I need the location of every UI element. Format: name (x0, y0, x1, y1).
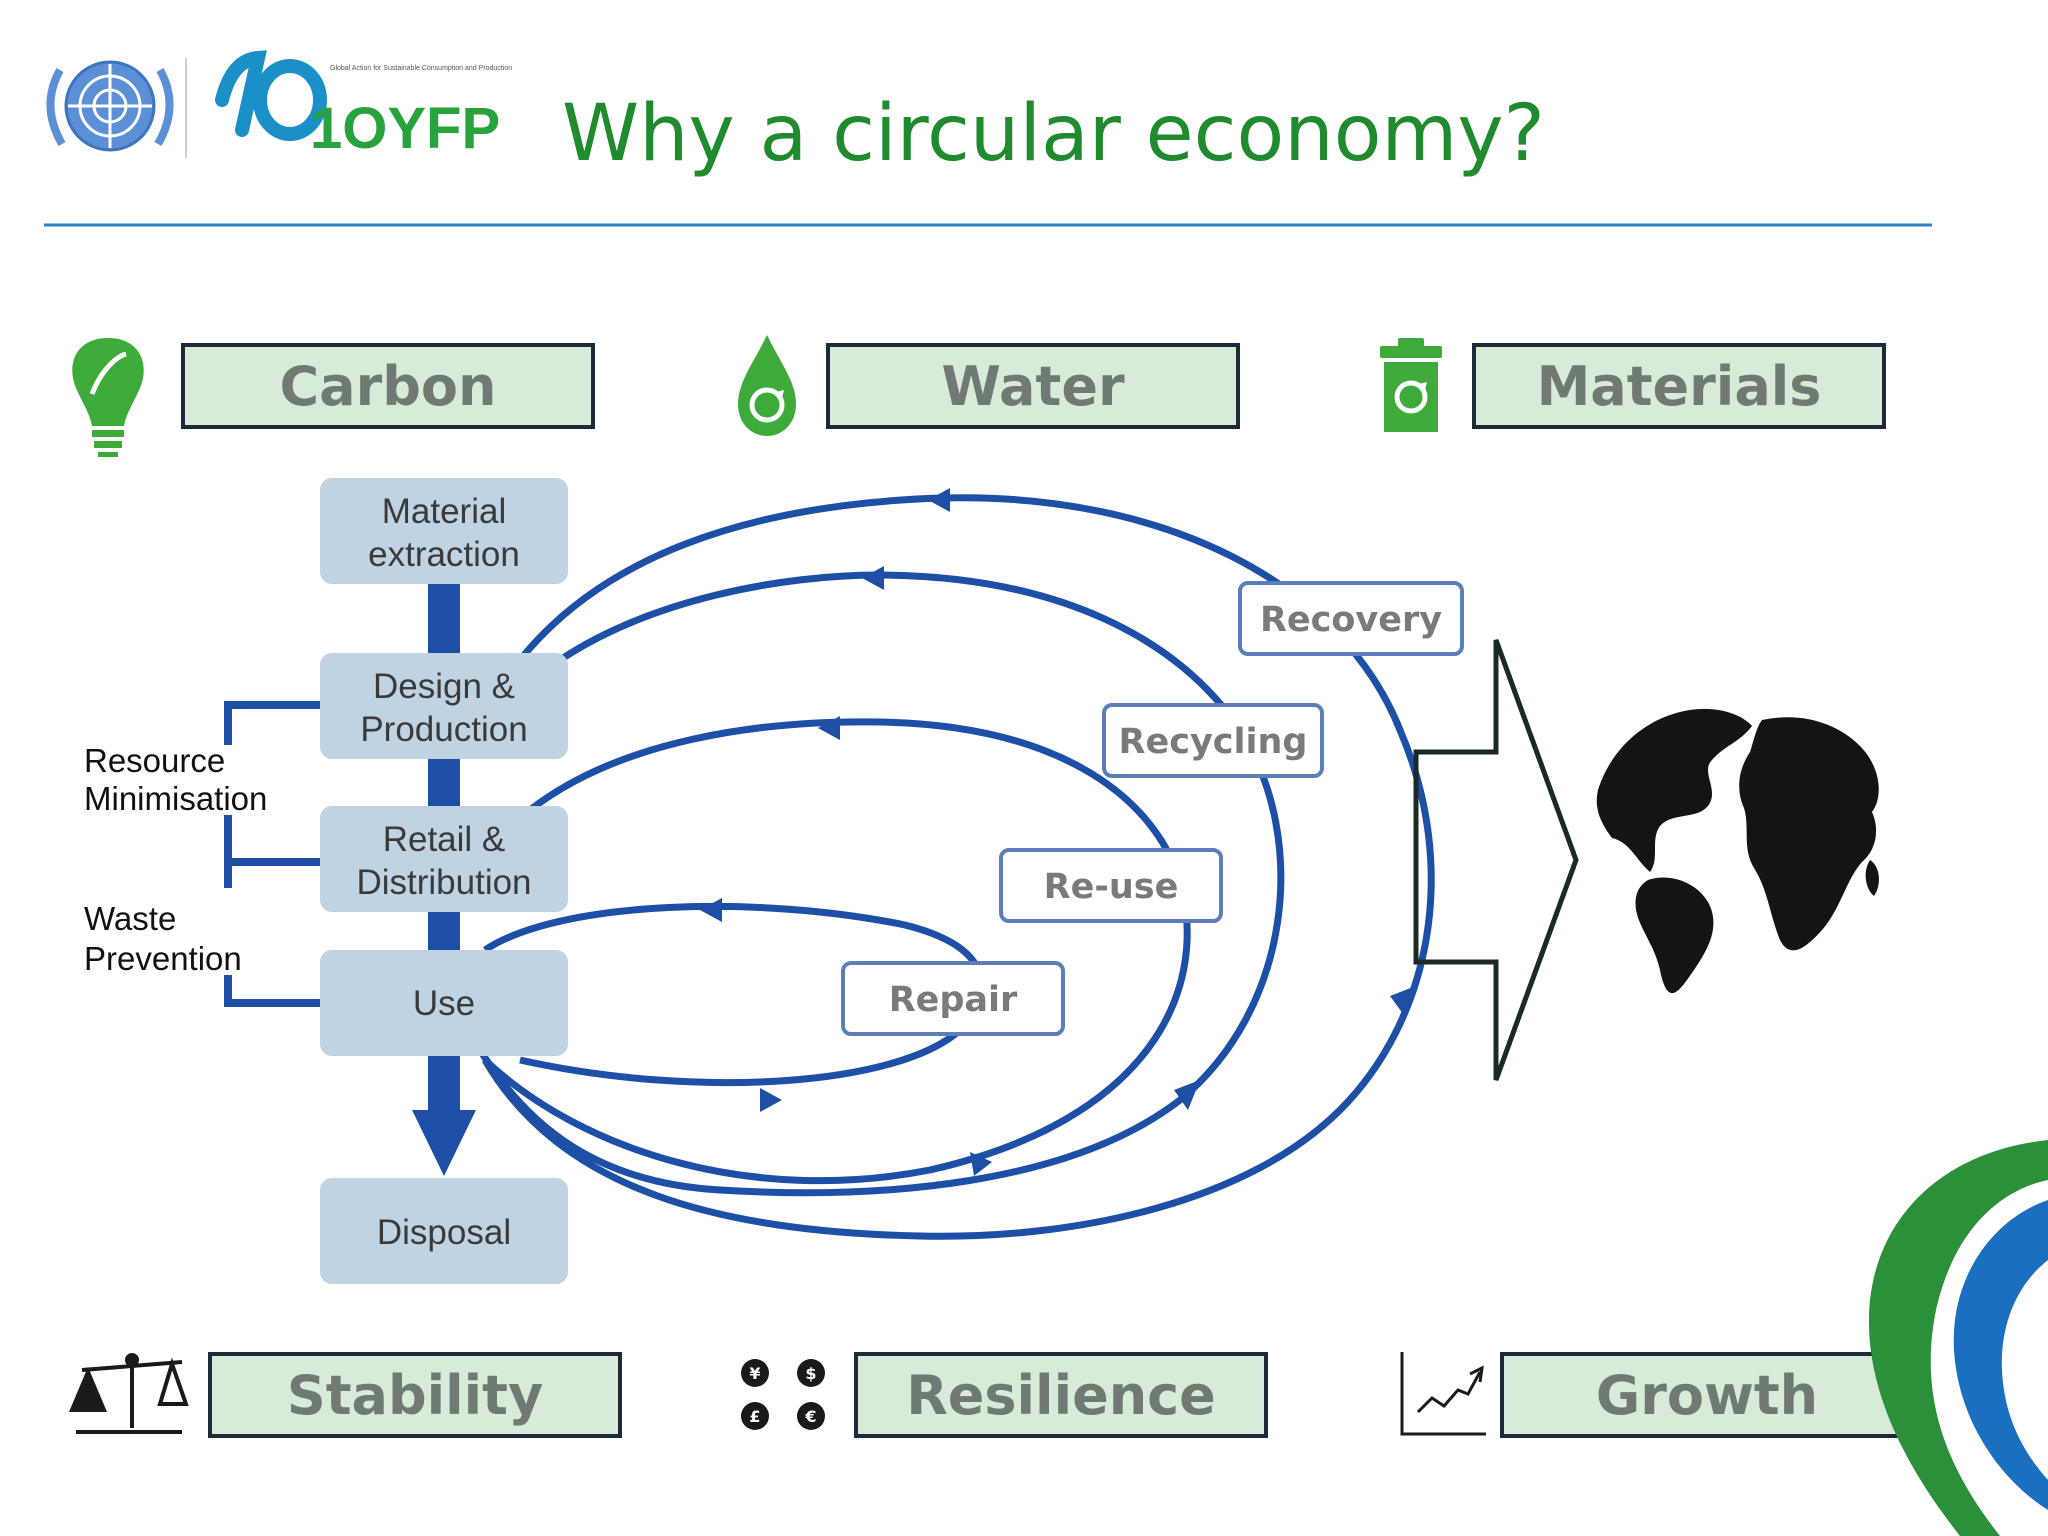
loop-label-text: Recovery (1260, 600, 1442, 640)
svg-text:$: $ (805, 1364, 816, 1383)
10yfp-logo: 1OYFP Global Action for Sustainable Cons… (215, 50, 512, 161)
side-label-resource-line2: Minimisation (84, 780, 267, 817)
stage-use: Use (320, 950, 568, 1056)
svg-text:¥: ¥ (749, 1364, 760, 1383)
category-box-growth: Growth (1500, 1352, 1914, 1438)
stage-label: Material (382, 492, 506, 531)
water-drop-recycle-icon (738, 335, 796, 436)
recovery-loop (481, 488, 1435, 1240)
leaf-bulb-icon (72, 338, 144, 457)
stage-label: Design & (373, 667, 515, 706)
side-label-waste-line2: Prevention (84, 940, 242, 977)
stage-label: Disposal (377, 1213, 511, 1252)
svg-text:£: £ (749, 1407, 760, 1426)
stage-label: Distribution (356, 863, 531, 902)
category-box-resilience: Resilience (854, 1352, 1268, 1438)
globe-icon (1596, 708, 1879, 994)
stage-label: Use (413, 984, 475, 1023)
logo-tagline: Global Action for Sustainable Consumptio… (330, 65, 512, 72)
stage-disposal: Disposal (320, 1178, 568, 1284)
outline-arrow-to-globe (1413, 639, 1579, 1081)
growth-chart-icon (1400, 1352, 1486, 1436)
category-box-carbon: Carbon (181, 343, 595, 429)
category-label-carbon: Carbon (280, 355, 497, 418)
waste-prevention-bracket (224, 862, 322, 1007)
recycle-bin-icon (1380, 338, 1442, 432)
loop-label-text: Re-use (1044, 867, 1179, 907)
re-use-loop (482, 716, 1191, 1185)
category-box-materials: Materials (1472, 343, 1886, 429)
recycling-loop (477, 566, 1285, 1197)
currency-coins-icon: ¥ $ £ € (741, 1359, 825, 1430)
loop-label-repair: Repair (841, 961, 1065, 1036)
logo-wordmark: 1OYFP (310, 96, 500, 161)
stage-material-extraction: Material extraction (320, 478, 568, 584)
page-title: Why a circular economy? (562, 89, 1545, 179)
category-box-water: Water (826, 343, 1240, 429)
balance-scale-icon (68, 1353, 189, 1434)
loop-label-recycling: Recycling (1102, 703, 1324, 778)
side-label-waste-line1: Waste (84, 900, 176, 937)
un-emblem-logo (46, 60, 174, 152)
category-box-stability: Stability (208, 1352, 622, 1438)
stage-retail-distribution: Retail & Distribution (320, 806, 568, 912)
category-label-water: Water (941, 355, 1125, 418)
svg-text:€: € (804, 1407, 816, 1426)
stage-label: Retail & (383, 820, 506, 859)
loop-label-text: Repair (889, 980, 1018, 1020)
stage-label: Production (360, 710, 527, 749)
stage-label: extraction (368, 535, 520, 574)
stage-design-production: Design & Production (320, 653, 568, 759)
loop-label-re-use: Re-use (999, 848, 1223, 923)
category-label-resilience: Resilience (906, 1364, 1216, 1427)
corner-swirl-logo (1868, 1140, 2048, 1536)
loop-label-recovery: Recovery (1238, 581, 1464, 656)
side-label-resource-line1: Resource (84, 742, 225, 779)
category-label-materials: Materials (1537, 355, 1822, 418)
category-label-stability: Stability (287, 1364, 543, 1427)
category-label-growth: Growth (1596, 1364, 1818, 1427)
loop-label-text: Recycling (1119, 722, 1308, 762)
